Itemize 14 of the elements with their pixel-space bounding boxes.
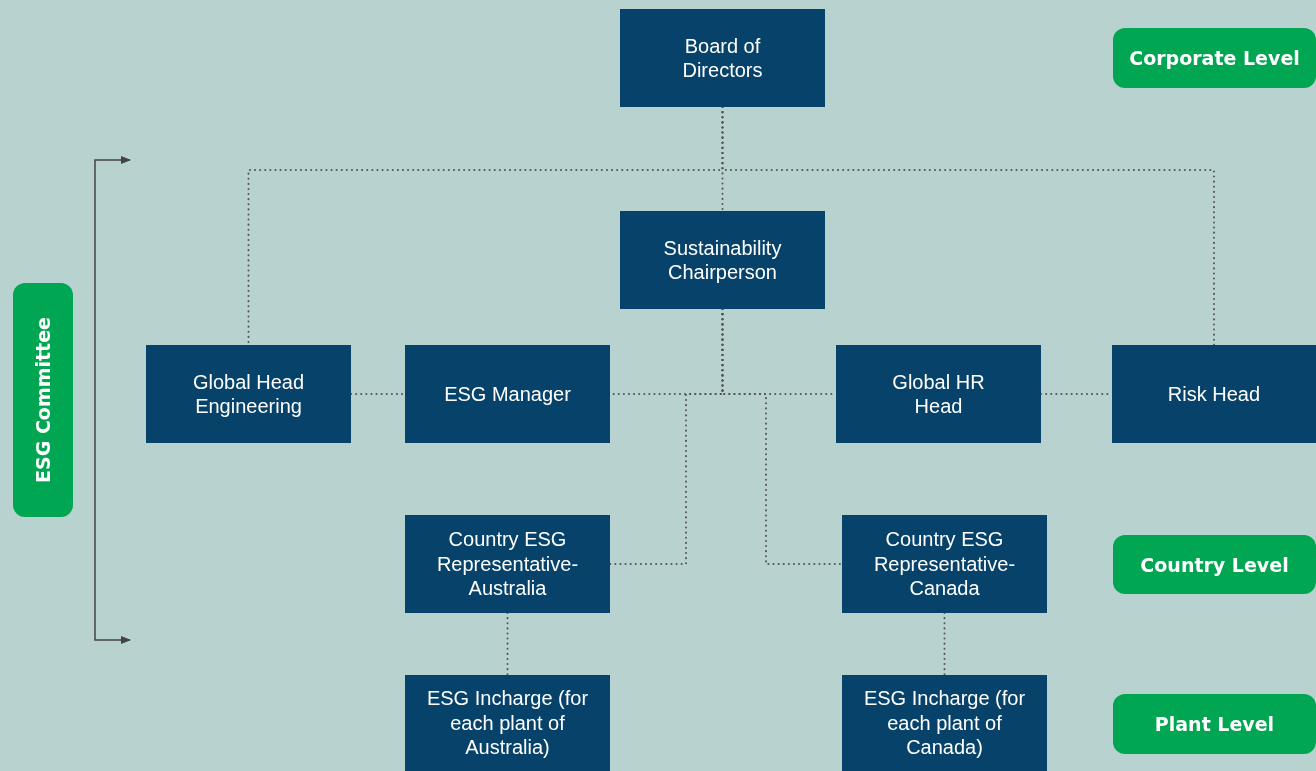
- org-box: ESG Incharge (for each plant of Australia): [405, 675, 610, 771]
- level-badge: Plant Level: [1113, 694, 1316, 754]
- org-box: Risk Head: [1112, 345, 1316, 443]
- org-box: Country ESG Representative-Australia: [405, 515, 610, 613]
- org-box: Global HR Head: [836, 345, 1041, 443]
- org-box: ESG Incharge (for each plant of Canada): [842, 675, 1047, 771]
- org-box: Country ESG Representative-Canada: [842, 515, 1047, 613]
- org-box: Board of Directors: [620, 9, 825, 107]
- level-badge: Corporate Level: [1113, 28, 1316, 88]
- org-box: ESG Manager: [405, 345, 610, 443]
- committee-badge: ESG Committee: [13, 283, 73, 517]
- org-box: Sustainability Chairperson: [620, 211, 825, 309]
- org-box: Global Head Engineering: [146, 345, 351, 443]
- level-badge: Country Level: [1113, 535, 1316, 594]
